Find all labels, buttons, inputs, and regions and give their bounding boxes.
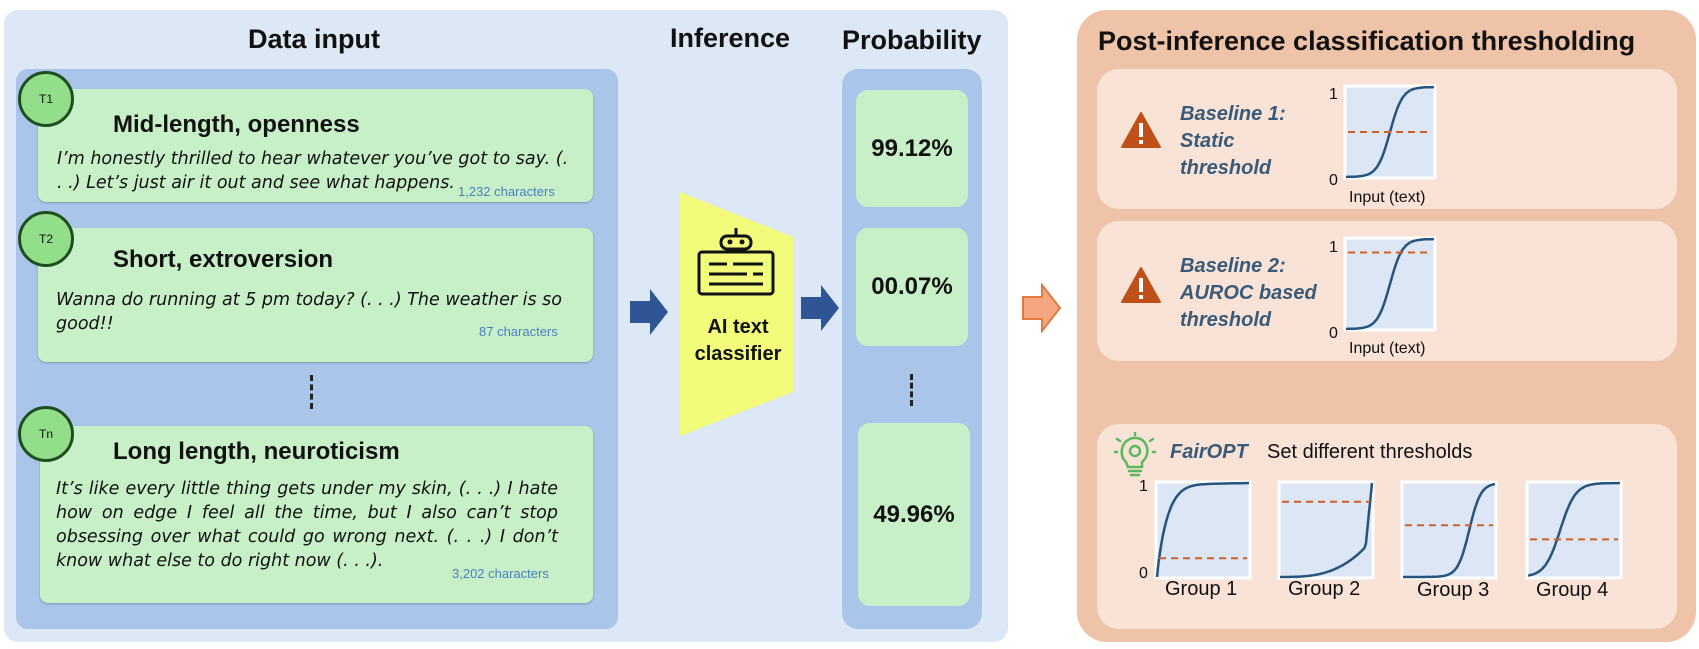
probability-curve	[1155, 481, 1249, 578]
sample-title: Short, extroversion	[113, 246, 334, 273]
sample-card-t1	[38, 89, 593, 202]
robot-icon	[697, 228, 775, 296]
y-tick-bottom: 0	[1329, 325, 1338, 342]
data-input-title: Data input	[248, 24, 380, 54]
lightbulb-gear-icon	[1114, 432, 1156, 477]
probability-curve	[1527, 481, 1620, 577]
group-3-plot	[1400, 480, 1498, 580]
character-count: 87 characters	[479, 324, 558, 339]
probability-curve	[1280, 482, 1374, 579]
warning-icon	[1121, 112, 1161, 148]
plot-area	[1400, 480, 1498, 580]
group-1-plot	[1154, 480, 1252, 580]
probability-value: 99.12%	[856, 90, 968, 207]
right-arrow-icon	[1022, 283, 1062, 333]
ellipsis-divider	[910, 374, 913, 406]
sample-title: Mid-length, openness	[113, 111, 360, 138]
sample-text: I’m honestly thrilled to hear whatever y…	[57, 149, 569, 193]
sample-text: It’s like every little thing gets under …	[56, 479, 558, 571]
inference-title: Inference	[670, 23, 791, 53]
warning-icon	[1121, 267, 1161, 303]
thresholding-title: Post-inference classification thresholdi…	[1098, 26, 1636, 56]
probability-curve	[1403, 482, 1496, 579]
y-tick-bottom: 0	[1139, 565, 1148, 582]
sample-card-t2	[38, 228, 593, 362]
character-count: 1,232 characters	[458, 184, 555, 199]
right-arrow-icon	[630, 289, 668, 335]
y-tick-top: 1	[1329, 239, 1338, 256]
group-4-plot	[1525, 480, 1623, 580]
fairopt-subtitle: Set different thresholds	[1267, 441, 1473, 463]
group-2-plot	[1277, 480, 1375, 580]
sample-text: Wanna do running at 5 pm today? (. . .) …	[56, 290, 562, 334]
sample-badge: T2	[18, 211, 74, 267]
group-label: Group 4	[1536, 579, 1609, 601]
probability-value: 00.07%	[856, 228, 968, 346]
sample-title: Long length, neuroticism	[113, 438, 400, 465]
plot-area	[1154, 480, 1252, 580]
fairopt-title: FairOPT	[1170, 441, 1248, 463]
baseline-2-plot	[1343, 236, 1437, 332]
baseline-1-plot	[1343, 84, 1437, 180]
probability-title: Probability	[842, 25, 982, 55]
x-axis-label: Input (text)	[1349, 189, 1426, 206]
character-count: 3,202 characters	[452, 566, 549, 581]
baseline-2-label: Baseline 2: AUROC based threshold	[1180, 255, 1317, 331]
sample-badge: T1	[18, 71, 74, 127]
group-label: Group 2	[1288, 578, 1361, 600]
classifier-label: AI text classifier	[694, 316, 782, 365]
probability-curve	[1346, 237, 1434, 331]
plot-area	[1277, 480, 1375, 580]
right-arrow-icon	[801, 285, 839, 331]
ellipsis-divider	[310, 375, 313, 409]
y-tick-top: 1	[1329, 86, 1338, 103]
baseline-1-label: Baseline 1: Static threshold	[1180, 103, 1286, 179]
group-label: Group 3	[1417, 579, 1490, 601]
group-label: Group 1	[1165, 578, 1238, 600]
sample-card-tn	[40, 426, 593, 603]
y-tick-bottom: 0	[1329, 172, 1338, 189]
sample-badge: Tn	[18, 406, 74, 462]
y-tick-top: 1	[1139, 478, 1148, 495]
x-axis-label: Input (text)	[1349, 340, 1426, 357]
probability-value: 49.96%	[858, 423, 970, 606]
